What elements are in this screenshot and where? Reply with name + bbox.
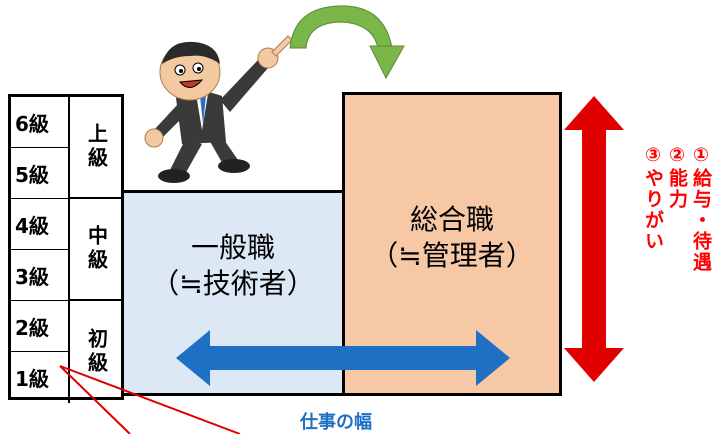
- curved-arrow-icon: [289, 5, 405, 80]
- management-job-title: 総合職: [409, 203, 494, 236]
- general-job-title: 一般職: [190, 231, 275, 264]
- vertical-double-arrow-icon: [564, 96, 624, 382]
- businessman-illustration: [126, 20, 312, 188]
- grade-1: 1級: [15, 367, 49, 391]
- grade-3: 3級: [11, 250, 68, 301]
- group-upper: 上級: [68, 97, 124, 199]
- pointer-lines: [59, 365, 241, 434]
- horizontal-double-arrow-icon: [176, 330, 510, 386]
- grade-4: 4級: [11, 199, 68, 250]
- management-job-subtitle: （≒管理者）: [370, 239, 534, 272]
- criteria-ability: ②能力: [666, 144, 688, 210]
- group-beginner: 初級: [68, 301, 124, 403]
- grade-5: 5級: [11, 148, 68, 199]
- criteria-motivation: ③やりがい: [642, 144, 664, 252]
- grade-6: 6級: [11, 97, 68, 148]
- general-job-subtitle: （≒技術者）: [151, 267, 315, 300]
- management-job-box: 総合職 （≒管理者）: [342, 92, 562, 396]
- grade-table: 6級 5級 4級 3級 2級 1級 上級 中級 初級: [8, 94, 124, 403]
- work-width-caption: 仕事の幅: [300, 412, 372, 433]
- grade-2: 2級: [11, 301, 68, 352]
- criteria-salary: ①給与・待遇: [690, 144, 712, 273]
- group-middle: 中級: [68, 199, 124, 301]
